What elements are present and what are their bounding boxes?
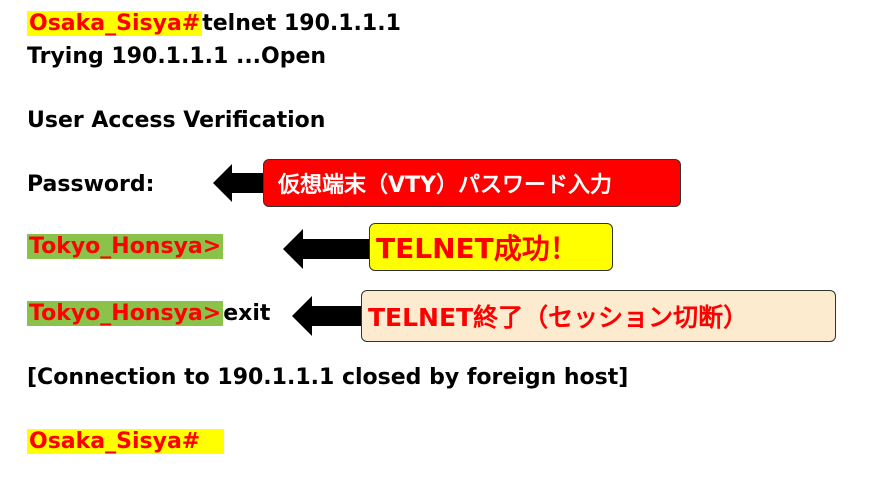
- arrow-left-icon: [283, 229, 375, 269]
- terminal-line-verification: User Access Verification: [27, 108, 326, 133]
- arrow-left-icon: [213, 164, 269, 202]
- terminal-line-password: Password:: [27, 172, 155, 197]
- terminal-line-osaka-final: Osaka_Sisya#: [27, 428, 225, 456]
- command-exit: exit: [223, 301, 271, 326]
- prompt-tokyo: Tokyo_Honsya>: [27, 234, 224, 259]
- terminal-line-trying: Trying 190.1.1.1 ...Open: [27, 44, 327, 69]
- terminal-line-tokyo-prompt: Tokyo_Honsya>: [27, 233, 224, 261]
- callout-telnet-success: TELNET成功！: [369, 223, 613, 271]
- terminal-line-exit: Tokyo_Honsya>exit: [27, 300, 270, 328]
- prompt-osaka: Osaka_Sisya#: [27, 11, 203, 36]
- arrow-left-icon: [292, 296, 366, 336]
- callout-telnet-end: TELNET終了（セッション切断）: [361, 290, 836, 342]
- terminal-line-connection-closed: [Connection to 190.1.1.1 closed by forei…: [27, 365, 629, 390]
- terminal-line-telnet: Osaka_Sisya#telnet 190.1.1.1: [27, 10, 401, 38]
- prompt-tokyo-exit: Tokyo_Honsya>: [27, 301, 224, 326]
- prompt-osaka-final: Osaka_Sisya#: [27, 429, 225, 454]
- callout-password-input: 仮想端末（VTY）パスワード入力: [263, 159, 681, 207]
- command-telnet: telnet 190.1.1.1: [202, 11, 401, 36]
